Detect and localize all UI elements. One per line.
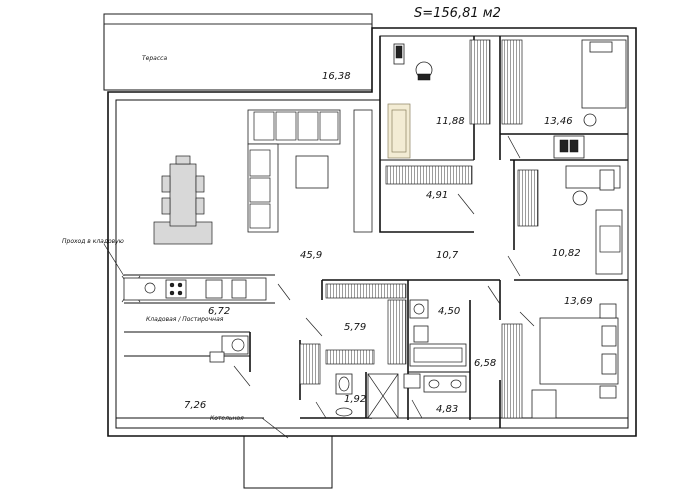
bedroom-tr-area: 13,46 — [544, 116, 573, 127]
dressing-furniture — [299, 283, 429, 385]
study-furniture — [385, 39, 523, 185]
terrace-label: Терасса — [142, 55, 167, 62]
hall-area: 10,7 — [436, 250, 459, 261]
note-leader-line — [103, 243, 125, 277]
entrance-porch — [243, 436, 333, 489]
dressing-area: 5,79 — [344, 322, 366, 333]
pantry-label: Кладовая / Постирочная — [146, 316, 224, 323]
kitchen-furniture — [123, 277, 267, 301]
wc-area: 1,92 — [344, 394, 366, 405]
pantry-furniture — [209, 335, 249, 363]
bath-fixtures — [335, 325, 467, 419]
kitchen-area: 6,72 — [208, 306, 230, 317]
bathroom-area: 4,83 — [436, 404, 458, 415]
office-area: 10,82 — [552, 248, 581, 259]
main-bedroom-area: 13,69 — [564, 296, 593, 307]
corridor-area: 4,50 — [438, 306, 460, 317]
interior-walls — [116, 36, 628, 428]
total-area-title: S=156,81 м2 — [414, 6, 501, 21]
office-furniture — [517, 165, 623, 275]
chimney-note: Проход в кладовую — [62, 238, 124, 245]
living-furniture — [153, 109, 373, 245]
boiler-area: 7,26 — [184, 400, 206, 411]
terrace-area: 16,38 — [322, 71, 351, 82]
closet-top-area: 4,91 — [426, 190, 448, 201]
door-swings — [121, 135, 535, 439]
closet-bedroom-area: 6,58 — [474, 358, 496, 369]
main-bedroom-furniture — [501, 303, 619, 419]
boiler-label: Котельная — [210, 415, 244, 422]
bedroom-tr-furniture — [553, 39, 627, 159]
study-area: 11,88 — [436, 116, 465, 127]
living-area: 45,9 — [300, 250, 322, 261]
